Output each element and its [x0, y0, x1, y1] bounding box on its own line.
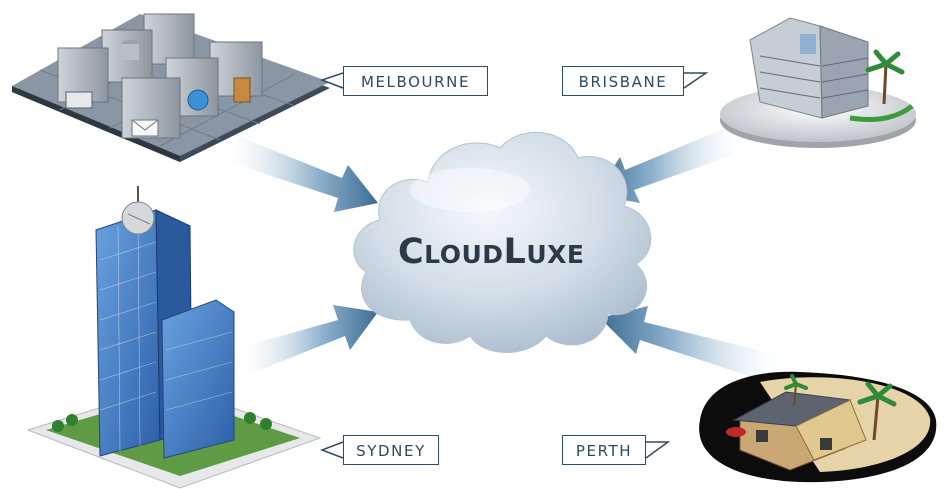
- arrow-brisbane-to-cloud: [595, 127, 740, 203]
- perth-label-tail: [645, 441, 671, 459]
- house-icon: [699, 371, 937, 483]
- sydney-label: SYDNEY: [343, 435, 439, 465]
- brisbane-label: BRISBANE: [562, 66, 684, 96]
- server-cluster-icon: [12, 13, 330, 162]
- skyscraper-icon: [26, 186, 322, 489]
- arrow-sydney-to-cloud: [240, 305, 378, 374]
- melbourne-label: MELBOURNE: [343, 66, 488, 96]
- perth-label: PERTH: [562, 435, 646, 465]
- brand-logo-text: CloudLuxe: [398, 232, 585, 272]
- office-building-icon: [720, 17, 916, 148]
- melbourne-label-tail: [319, 72, 344, 89]
- sydney-label-tail: [319, 441, 344, 459]
- brisbane-label-tail: [683, 72, 709, 89]
- arrow-perth-to-cloud: [600, 306, 780, 383]
- arrow-melbourne-to-cloud: [226, 137, 378, 212]
- cloud-icon: [353, 131, 652, 353]
